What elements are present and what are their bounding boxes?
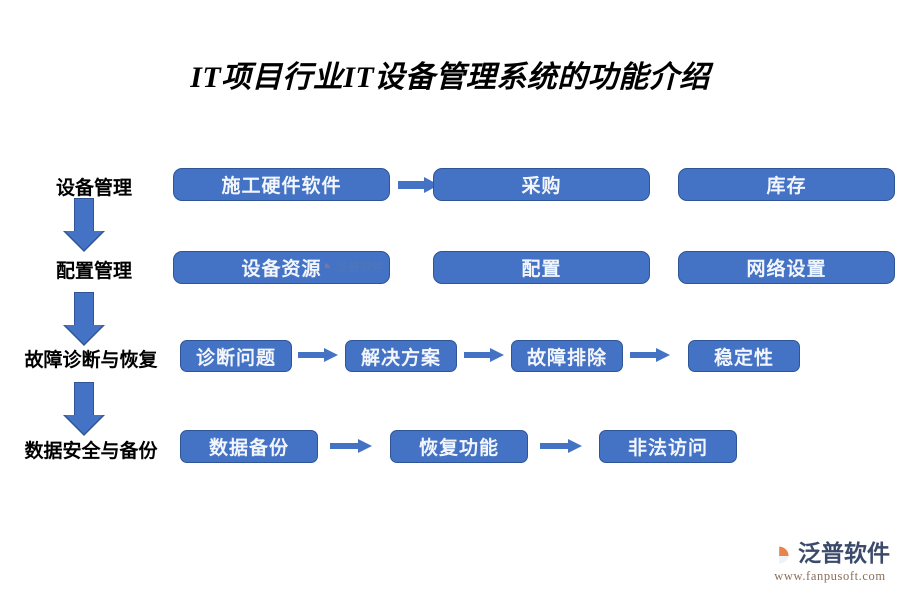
arrow-down-fault-to-data-security (63, 382, 105, 436)
page-title: IT项目行业IT设备管理系统的功能介绍 (190, 61, 710, 94)
box-illegal-access[interactable]: 非法访问 (599, 430, 737, 463)
arrow-right-row4-2 (540, 439, 586, 453)
arrow-down-configuration-to-fault (63, 292, 105, 346)
box-construction-hardware-software[interactable]: 施工硬件软件 (173, 168, 390, 201)
arrow-right-row4-1 (330, 439, 376, 453)
arrow-down-equipment-to-configuration (63, 198, 105, 252)
arrow-right-row3-3 (630, 348, 672, 362)
row-label-configuration-management: 配置管理 (55, 261, 132, 282)
row-label-data-security-backup: 数据安全与备份 (24, 441, 158, 462)
row-label-equipment-management: 设备管理 (55, 178, 132, 199)
box-network-settings[interactable]: 网络设置 (678, 251, 895, 284)
box-recovery-function[interactable]: 恢复功能 (390, 430, 528, 463)
box-equipment-resources[interactable]: 设备资源 (173, 251, 390, 284)
box-configuration[interactable]: 配置 (433, 251, 650, 284)
brand-name: 泛普软件 (798, 539, 890, 566)
box-inventory[interactable]: 库存 (678, 168, 895, 201)
fanpu-logo-icon (766, 539, 794, 567)
arrow-right-row3-1 (298, 348, 340, 362)
brand-url: www.fanpusoft.com (774, 569, 886, 583)
box-troubleshooting[interactable]: 故障排除 (511, 340, 623, 372)
box-solution[interactable]: 解决方案 (345, 340, 457, 372)
brand-logo: 泛普软件 www.fanpusoft.com (766, 538, 894, 584)
box-diagnose-problem[interactable]: 诊断问题 (180, 340, 292, 372)
box-procurement[interactable]: 采购 (433, 168, 650, 201)
arrow-right-row3-2 (464, 348, 506, 362)
box-data-backup[interactable]: 数据备份 (180, 430, 318, 463)
box-stability[interactable]: 稳定性 (688, 340, 800, 372)
row-label-fault-diagnosis-recovery: 故障诊断与恢复 (24, 350, 158, 371)
